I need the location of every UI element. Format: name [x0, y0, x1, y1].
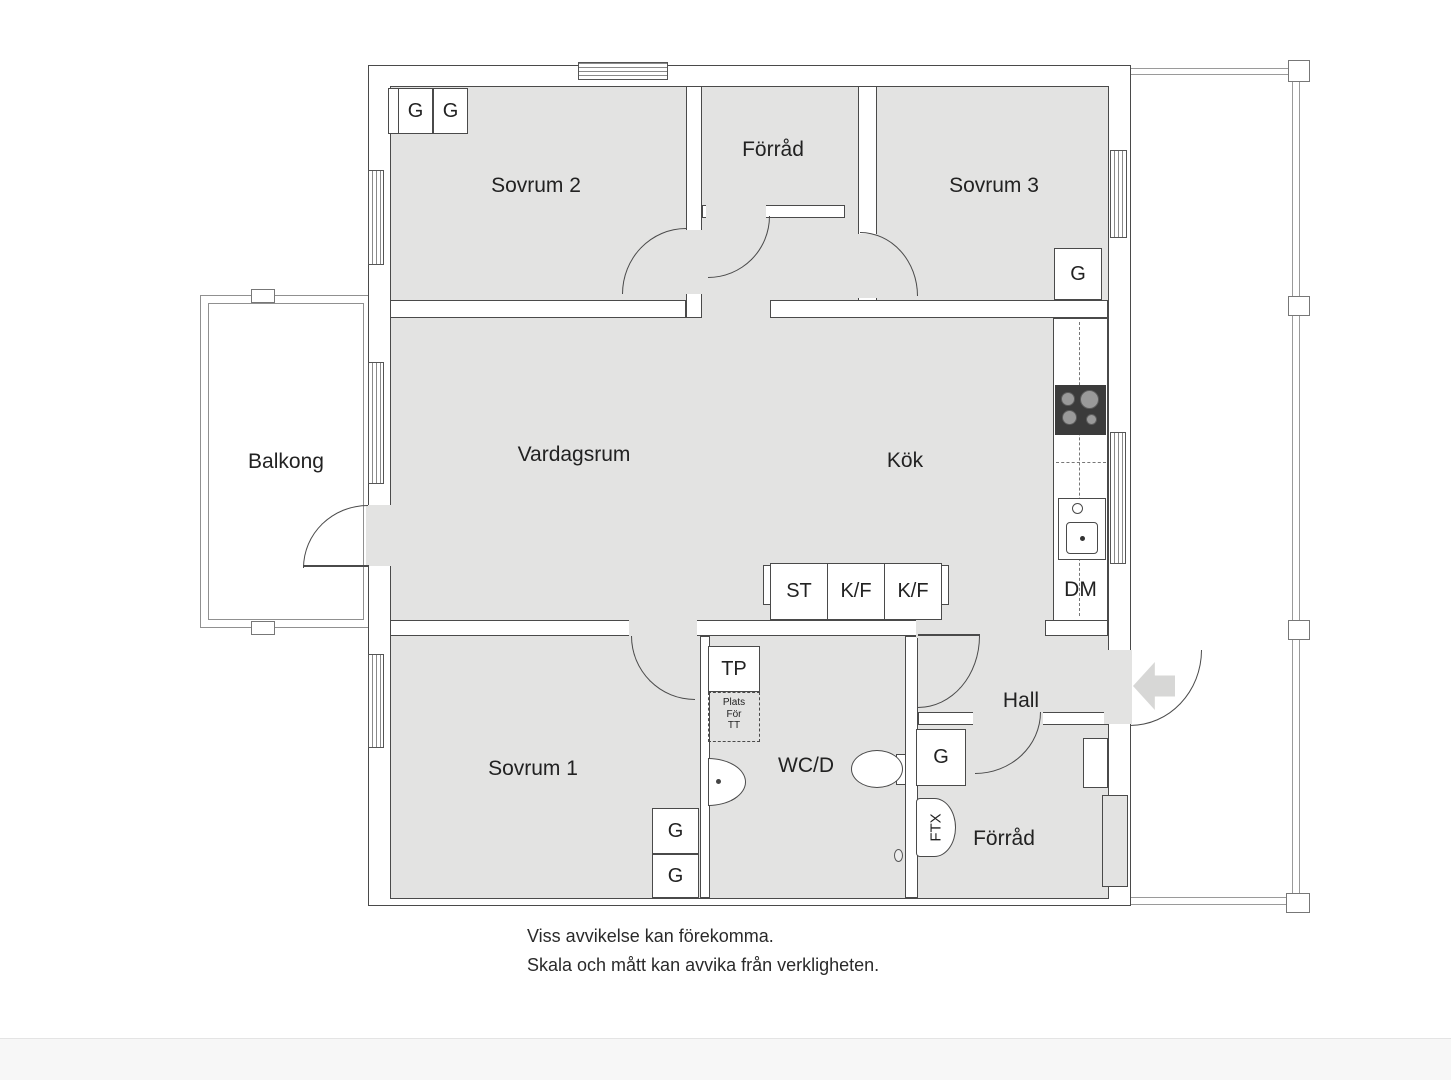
terrace-post — [1288, 620, 1310, 640]
sink-faucet — [1072, 503, 1083, 514]
fridge-freezer-kf: K/F — [828, 564, 885, 619]
disclaimer: Viss avvikelse kan förekomma. Skala och … — [527, 922, 1047, 980]
wall — [1045, 620, 1108, 636]
window — [578, 62, 668, 80]
laundry-tower-tp: TP — [708, 646, 760, 692]
kf-label: K/F — [897, 580, 929, 602]
balcony-post — [251, 621, 275, 635]
terrace-post — [1288, 60, 1310, 82]
dryer-space-tt: Plats För TT — [708, 692, 760, 742]
room-label-sovrum1: Sovrum 1 — [488, 757, 578, 780]
closet-g-label: G — [407, 99, 424, 122]
stair-block — [1102, 795, 1128, 887]
room-label-forrad-bottom: Förråd — [973, 827, 1035, 850]
wall-entry-nook — [1083, 738, 1108, 788]
closet-g-label: G — [933, 746, 949, 768]
closet-g: G — [916, 729, 966, 786]
terrace-post — [1288, 296, 1310, 316]
ftx-label: FTX — [927, 813, 945, 842]
stove — [1055, 385, 1106, 435]
closet-g-label: G — [667, 864, 684, 887]
door-opening — [916, 618, 982, 638]
wall — [390, 300, 686, 318]
door-opening — [629, 618, 697, 638]
st-label: ST — [786, 580, 812, 602]
window — [368, 170, 384, 265]
terrace-line-right — [1292, 70, 1300, 904]
room-label-balkong: Balkong — [248, 450, 324, 473]
dishwasher-dm: DM — [1064, 578, 1097, 601]
sink-drain — [1080, 536, 1085, 541]
cleaning-closet-st: ST — [771, 564, 828, 619]
stove-burner — [1062, 410, 1077, 425]
kitchen-counter-dash — [1079, 322, 1080, 616]
kitchen-counter-dash-h — [1056, 462, 1106, 463]
stove-burner — [1086, 414, 1097, 425]
kitchen-counter — [1053, 318, 1108, 621]
disclaimer-line2: Skala och mått kan avvika från verklighe… — [527, 954, 880, 975]
closet-g-label: G — [1070, 262, 1086, 285]
fridge-freezer-kf: K/F — [885, 564, 941, 619]
closet-g-label: G — [442, 99, 459, 122]
terrace-line-top — [1131, 68, 1292, 75]
tt-line: Plats — [722, 697, 746, 708]
room-label-vardagsrum: Vardagsrum — [517, 443, 631, 466]
floor-drain-icon — [894, 849, 903, 862]
window — [368, 654, 384, 748]
bathroom-sink-drain — [716, 779, 721, 784]
room-label-forrad-top: Förråd — [742, 138, 804, 161]
closet-g: G — [433, 88, 468, 134]
tp-label: TP — [721, 657, 747, 680]
door-opening — [686, 230, 702, 294]
kitchen-sink — [1058, 498, 1106, 560]
kf-label: K/F — [840, 580, 872, 602]
window — [1110, 150, 1127, 238]
tt-line: För — [726, 708, 742, 720]
room-label-sovrum3: Sovrum 3 — [949, 174, 1039, 197]
room-label-wcd: WC/D — [778, 754, 834, 777]
appliance-row: ST K/F K/F — [770, 563, 942, 620]
door-leaf-balcony — [303, 565, 369, 567]
stove-burner — [1061, 392, 1075, 406]
closet-g: G — [1054, 248, 1102, 300]
room-label-kok: Kök — [886, 449, 924, 472]
door-opening-balcony — [366, 505, 392, 566]
closet-g: G — [398, 88, 433, 134]
balcony-post — [251, 289, 275, 303]
closet-g-label: G — [667, 819, 684, 842]
wall — [770, 300, 1108, 318]
bottom-strip — [0, 1038, 1451, 1080]
stove-burner — [1080, 390, 1099, 409]
terrace-line-bottom — [1131, 897, 1292, 905]
door-leaf-wcd — [918, 634, 980, 636]
door-opening — [706, 203, 766, 220]
tt-line: TT — [727, 720, 741, 731]
closet-g: G — [652, 854, 699, 898]
room-label-hall: Hall — [1002, 689, 1040, 712]
room-label-sovrum2: Sovrum 2 — [491, 174, 581, 197]
window — [1110, 432, 1126, 564]
toilet-bowl — [851, 750, 903, 788]
closet-g: G — [652, 808, 699, 854]
door-opening-entry — [1104, 650, 1132, 724]
ftx-unit: FTX — [916, 798, 956, 857]
disclaimer-line1: Viss avvikelse kan förekomma. — [527, 926, 774, 946]
sink-basin — [1066, 522, 1098, 554]
window — [368, 362, 384, 484]
terrace-post — [1286, 893, 1310, 913]
